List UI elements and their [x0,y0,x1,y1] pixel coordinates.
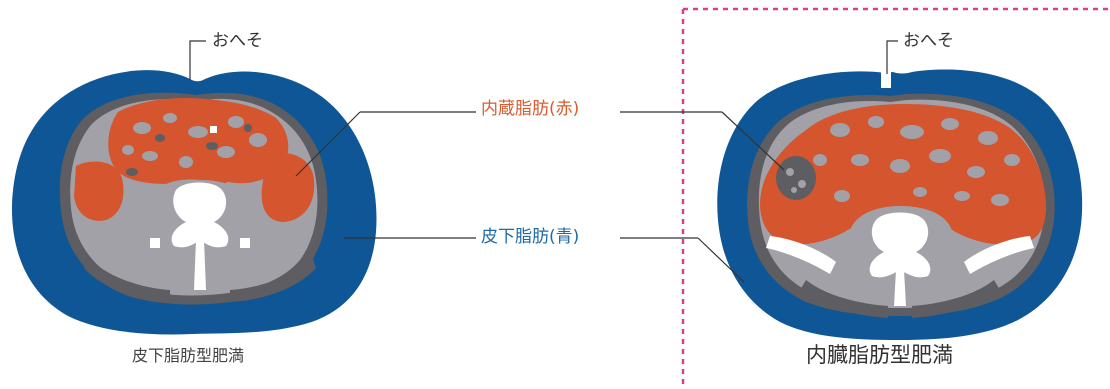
visceral-fat-label: 内蔵脂肪(赤) [481,99,580,119]
visceral-fat-region-right [760,104,1046,245]
navel-leader-right [886,40,898,74]
caption-visceral-obesity: 内臓脂肪型肥満 [806,343,953,367]
vertebra [171,182,229,248]
highlight-frame [681,7,1110,385]
caption-subcutaneous-obesity: 皮下脂肪型肥満 [132,346,245,365]
subcutaneous-fat-label: 皮下脂肪(青) [481,227,580,247]
navel-label-left: おへそ [212,31,263,51]
navel-label-right: おへそ [903,31,954,51]
ct-scan-visceral-type [717,69,1083,341]
navel-leader-left [189,40,206,80]
vertebra-right [869,212,931,278]
ct-scan-subcutaneous-type [11,70,377,335]
leader-lines [189,40,898,283]
